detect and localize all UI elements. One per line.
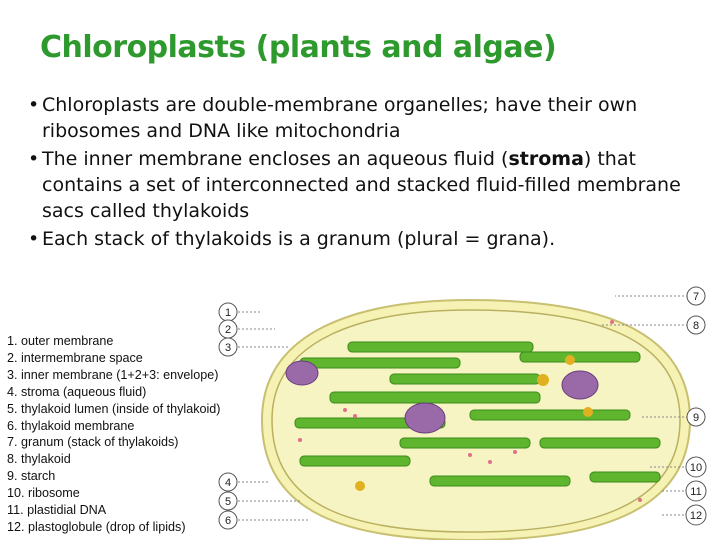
starch-grain xyxy=(561,370,599,400)
starch-grain xyxy=(404,402,446,434)
legend-item: 3. inner membrane (1+2+3: envelope) xyxy=(7,367,219,382)
bullet-item: Chloroplasts are double-membrane organel… xyxy=(28,92,708,144)
ribosome xyxy=(513,450,517,454)
callout-number: 8 xyxy=(693,320,699,332)
thylakoid xyxy=(299,357,461,369)
legend-item: 9. starch xyxy=(7,469,56,484)
callout-number: 7 xyxy=(693,291,699,303)
legend-item: 12. plastoglobule (drop of lipids) xyxy=(7,519,186,534)
ribosome xyxy=(298,438,302,442)
ribosome xyxy=(343,408,347,412)
callout-4: 4 xyxy=(218,472,238,492)
callout-number: 3 xyxy=(225,342,231,354)
bullet-list: Chloroplasts are double-membrane organel… xyxy=(28,92,708,254)
leader-lines xyxy=(238,295,688,521)
legend-item: 1. outer membrane xyxy=(7,334,114,348)
callout-2: 2 xyxy=(218,319,238,339)
thylakoid xyxy=(429,475,571,487)
bullet-text: The inner membrane encloses an aqueous f… xyxy=(42,148,509,170)
thylakoid xyxy=(329,391,541,404)
bullet-item: The inner membrane encloses an aqueous f… xyxy=(28,146,708,224)
thylakoid xyxy=(299,455,411,467)
ribosome xyxy=(610,320,614,324)
ribosome xyxy=(638,498,642,502)
callout-number: 4 xyxy=(225,477,231,489)
bullet-text: ) that contains a set of interconnected … xyxy=(42,148,681,222)
callout-6: 6 xyxy=(218,510,238,530)
callout-number: 2 xyxy=(225,324,231,336)
plastoglobule xyxy=(355,481,365,491)
legend-item: 7. granum (stack of thylakoids) xyxy=(7,435,179,450)
plastoglobule xyxy=(565,355,575,365)
legend-item: 4. stroma (aqueous fluid) xyxy=(7,384,147,399)
diagram-legend: 1. outer membrane 2. intermembrane space… xyxy=(7,333,221,536)
ribosome xyxy=(488,460,492,464)
callout-12: 12 xyxy=(685,504,707,526)
callout-11: 11 xyxy=(685,480,707,502)
callout-1: 1 xyxy=(218,302,238,322)
callout-10: 10 xyxy=(685,456,707,478)
ribosome-group xyxy=(298,320,642,502)
callout-number: 10 xyxy=(690,462,702,474)
thylakoid xyxy=(539,437,661,449)
thylakoid-group xyxy=(294,341,661,487)
legend-item: 11. plastidial DNA xyxy=(7,503,107,518)
callout-5: 5 xyxy=(218,491,238,511)
legend-item: 6. thylakoid membrane xyxy=(7,418,135,433)
plastoglobule xyxy=(537,374,549,386)
thylakoid xyxy=(389,373,541,385)
thylakoid xyxy=(519,351,641,363)
callout-number: 9 xyxy=(693,412,699,424)
bullet-bold-term: stroma xyxy=(508,148,584,170)
ribosome xyxy=(468,453,472,457)
callout-number: 5 xyxy=(225,496,231,508)
bullet-text: Chloroplasts are double-membrane organel… xyxy=(42,94,638,142)
callout-number: 1 xyxy=(225,307,231,319)
legend-item: 5. thylakoid lumen (inside of thylakoid) xyxy=(7,401,221,416)
bullet-item: Each stack of thylakoids is a granum (pl… xyxy=(28,226,708,252)
legend-item: 8. thylakoid xyxy=(7,452,71,467)
callout-number: 11 xyxy=(690,486,701,498)
legend-item: 2. intermembrane space xyxy=(7,350,143,365)
thylakoid xyxy=(347,341,534,353)
thylakoid xyxy=(469,409,631,421)
slide-title: Chloroplasts (plants and algae) xyxy=(40,30,557,65)
thylakoid xyxy=(589,471,661,483)
legend-item: 10. ribosome xyxy=(7,486,80,501)
plastoglobule xyxy=(583,407,593,417)
ribosome xyxy=(353,414,357,418)
callout-7: 7 xyxy=(686,286,706,306)
callout-number: 12 xyxy=(690,510,702,522)
callout-3: 3 xyxy=(218,337,238,357)
starch-grain xyxy=(285,360,319,386)
callout-number: 6 xyxy=(225,515,231,527)
callout-9: 9 xyxy=(686,407,706,427)
thylakoid xyxy=(399,437,531,449)
bullet-text: Each stack of thylakoids is a granum (pl… xyxy=(42,228,556,250)
callout-8: 8 xyxy=(686,315,706,335)
